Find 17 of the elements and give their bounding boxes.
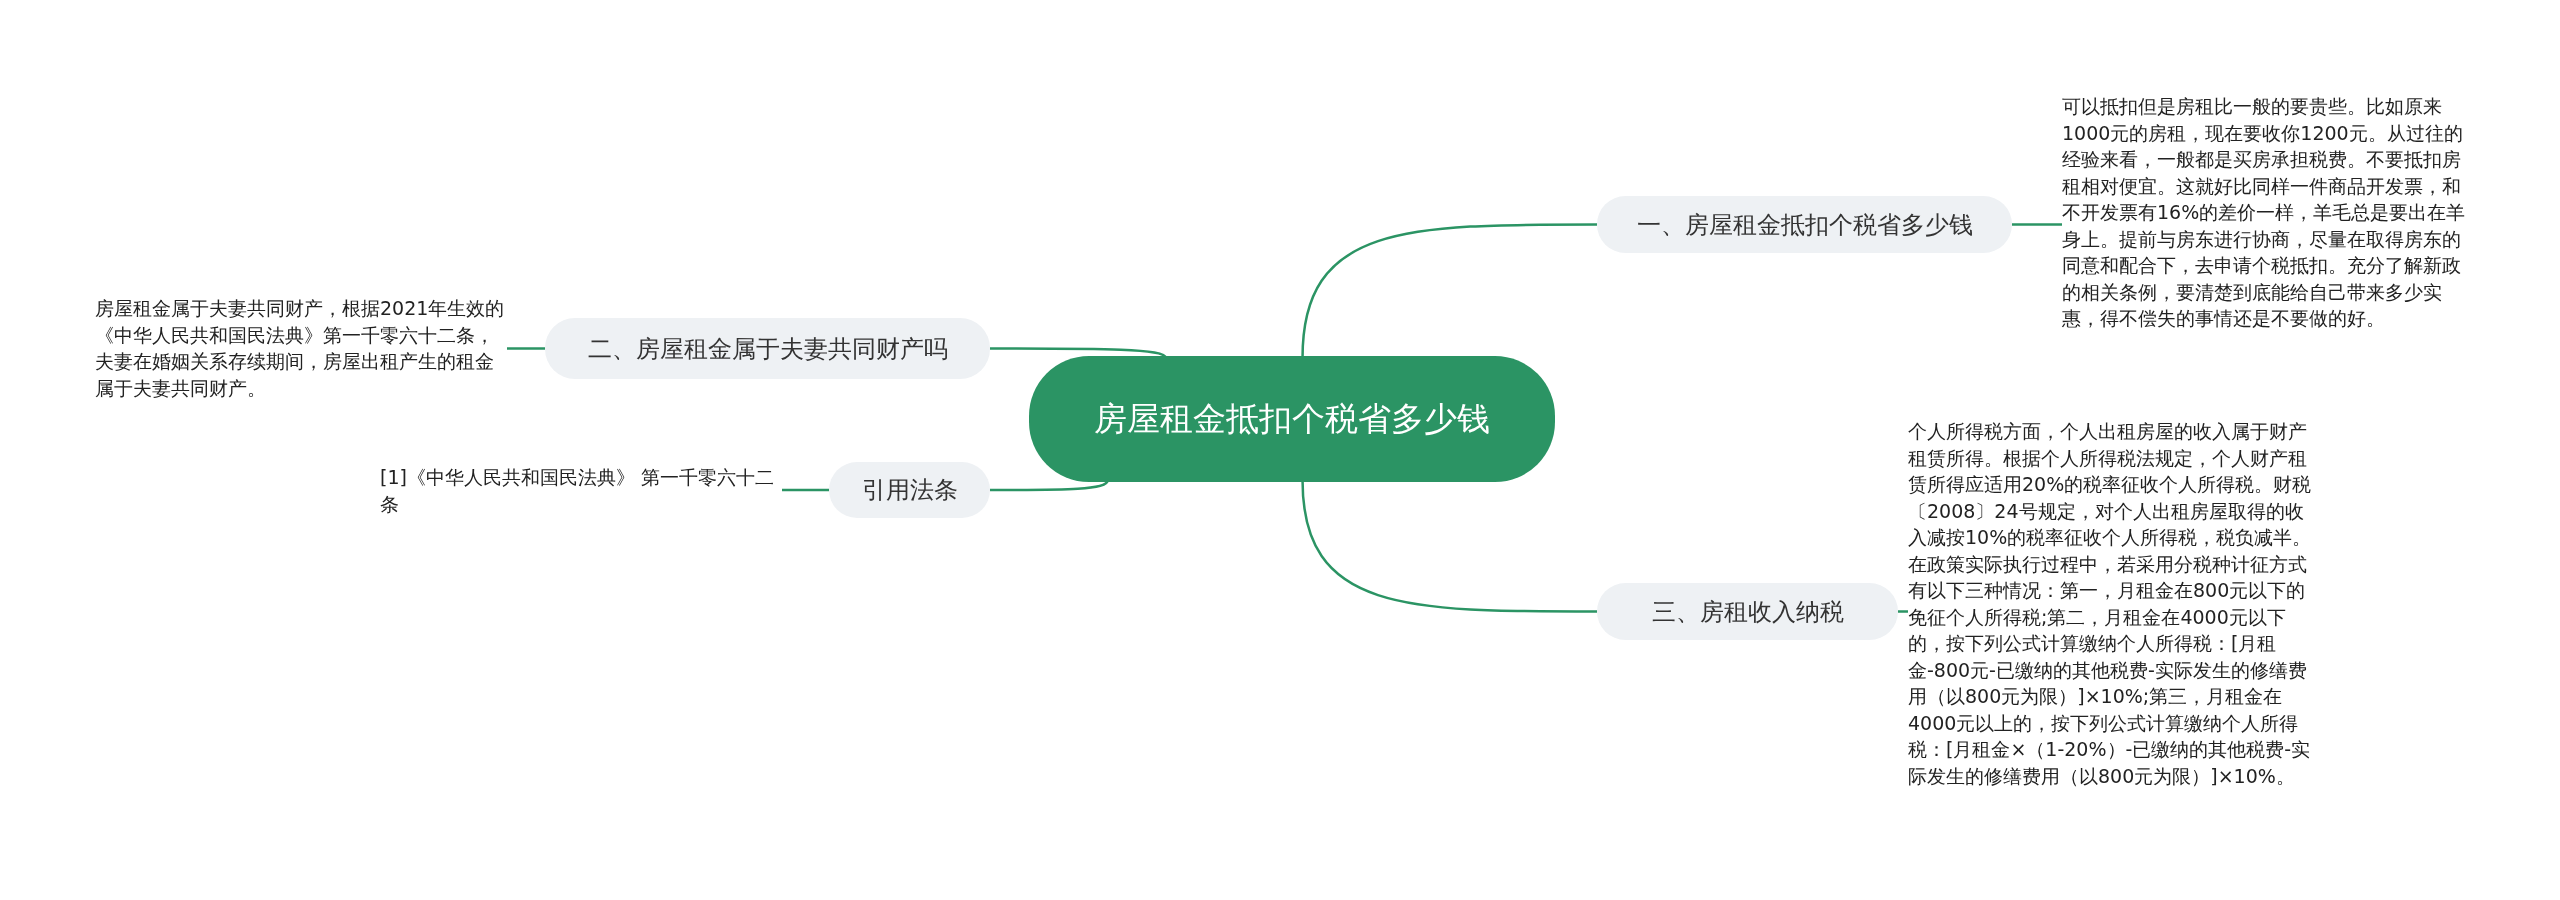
central-topic: 房屋租金抵扣个税省多少钱 — [1029, 356, 1555, 482]
topic-pill: 引用法条 — [829, 462, 990, 518]
note-text: 可以抵扣但是房租比一般的要贵些。比如原来1000元的房租，现在要收你1200元。从过往的经验来看，一般都是买房承担税费。不要抵扣房租相对便宜。这就好比同样一件商品开发票，和不开发票有16%的差价一样，羊毛总是要出在羊身上。提前与房东进行协商，尽量在取得房东的同意和配合下，去申请个税抵扣。充分了解新政的相关条例，要清楚到底能给自己带来多少实惠，得不偿失的事情还是不要做的好。 — [2062, 93, 2474, 332]
note-text: 个人所得税方面，个人出租房屋的收入属于财产租赁所得。根据个人所得税法规定，个人财产租赁所得应适用20%的税率征收个人所得税。财税〔2008〕24号规定，对个人出租房屋取得的收入减按10%的税率征收个人所得税，税负减半。在政策实际执行过程中，若采用分税种计征方式有以下三种情况：第一，月租金在800元以下的免征个人所得税;第二，月租金在4000元以下的，按下列公式计算缴纳个人所得税：[月租金-800元-已缴纳的其他税费-实际发生的修缮费用（以800元为限）]×10%;第三，月租金在4000元以上的，按下列公式计算缴纳个人所得税：[月租金×（1-20%）-已缴纳的其他税费-实际发生的修缮费用（以800元为限）]×10%。 — [1908, 418, 2320, 789]
connector-line — [2012, 223, 2062, 226]
topic-pill: 一、房屋租金抵扣个税省多少钱 — [1597, 196, 2012, 253]
connector-line — [1301, 479, 1597, 613]
connector-line — [990, 479, 1110, 492]
connector-line — [1898, 610, 1908, 613]
connector-line — [782, 488, 829, 492]
connector-line — [507, 347, 545, 350]
topic-pill: 二、房屋租金属于夫妻共同财产吗 — [545, 318, 990, 379]
connector-line — [1301, 223, 1597, 359]
topic-pill: 三、房租收入纳税 — [1597, 583, 1898, 640]
connector-line — [990, 347, 1167, 359]
note-text: 房屋租金属于夫妻共同财产，根据2021年生效的《中华人民共和国民法典》第一千零六十二条，夫妻在婚姻关系存续期间，房屋出租产生的租金属于夫妻共同财产。 — [95, 295, 507, 401]
note-text: [1]《中华人民共和国民法典》 第一千零六十二条 — [380, 464, 782, 517]
